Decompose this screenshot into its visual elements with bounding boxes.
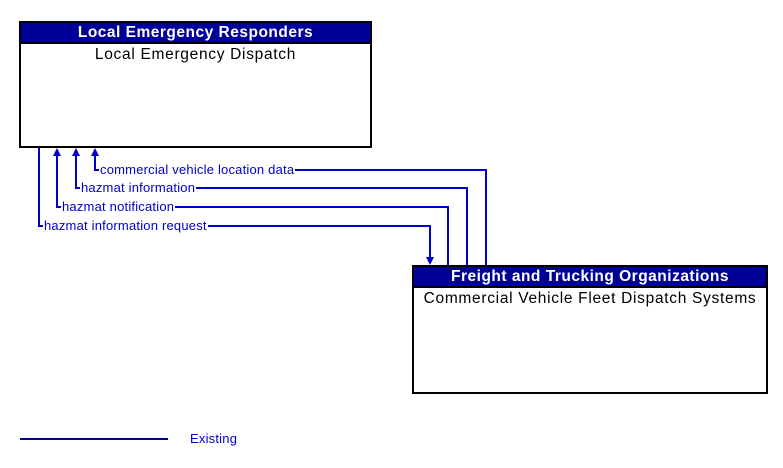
flow-line-segment xyxy=(75,155,77,189)
flow-line-segment xyxy=(485,169,487,265)
flow-line-segment xyxy=(466,187,468,265)
flow-line-segment xyxy=(447,206,449,265)
flow-line-segment xyxy=(56,155,58,208)
flow-hazmat-information: hazmat information xyxy=(75,181,468,195)
arrow-down-icon xyxy=(426,257,434,265)
flow-label: hazmat information request xyxy=(44,218,207,233)
legend-existing-line xyxy=(20,438,168,440)
arrow-up-icon xyxy=(91,148,99,156)
entity-group-header: Freight and Trucking Organizations xyxy=(414,267,766,288)
flow-commercial-vehicle-location-data: commercial vehicle location data xyxy=(94,163,487,177)
flow-label: hazmat notification xyxy=(62,199,175,214)
arrow-up-icon xyxy=(53,148,61,156)
legend-existing-label: Existing xyxy=(190,431,238,446)
entity-box-local-emergency-dispatch: Local Emergency Responders Local Emergen… xyxy=(19,21,372,148)
entity-group-header: Local Emergency Responders xyxy=(21,23,370,44)
flow-hazmat-information-request: hazmat information request xyxy=(38,219,431,233)
entity-element-name: Commercial Vehicle Fleet Dispatch System… xyxy=(423,290,757,307)
flow-hazmat-notification: hazmat notification xyxy=(56,200,449,214)
flow-line-segment xyxy=(56,206,61,208)
flow-line-segment xyxy=(429,225,431,257)
flow-line-segment xyxy=(94,155,96,171)
flow-line-segment xyxy=(295,169,487,171)
flow-line-segment xyxy=(175,206,449,208)
flow-line-segment xyxy=(207,225,431,227)
flow-line-segment xyxy=(94,169,99,171)
arrow-up-icon xyxy=(72,148,80,156)
entity-element-name: Local Emergency Dispatch xyxy=(94,46,297,63)
flow-line-segment xyxy=(38,148,40,227)
flow-line-segment xyxy=(38,225,43,227)
flow-line-segment xyxy=(196,187,468,189)
entity-box-commercial-vehicle-fleet-dispatch: Freight and Trucking Organizations Comme… xyxy=(412,265,768,394)
flow-line-segment xyxy=(75,187,80,189)
flow-label: hazmat information xyxy=(81,180,196,195)
flow-label: commercial vehicle location data xyxy=(100,162,295,177)
